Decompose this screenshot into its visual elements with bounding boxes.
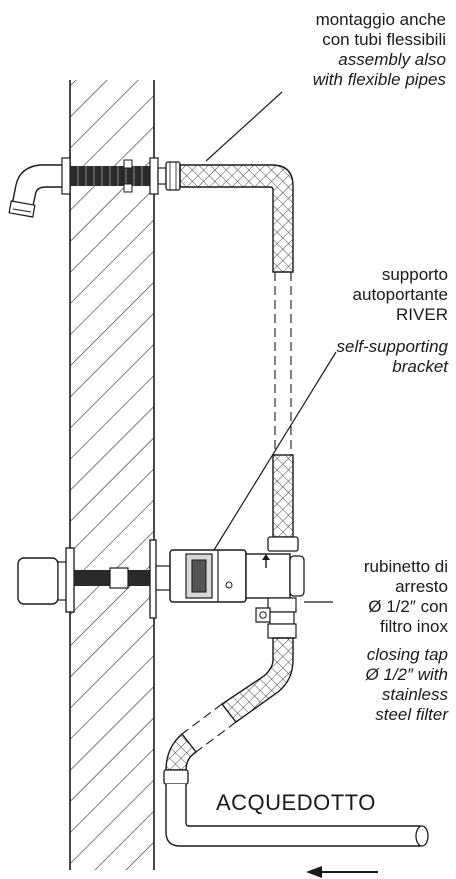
leader-bracket <box>213 351 337 551</box>
valve-body <box>169 536 305 603</box>
push-button-control <box>17 539 171 619</box>
flow-direction-arrow <box>306 866 378 878</box>
leader-flexible-pipes <box>205 91 283 162</box>
label-flexible-en-1: assembly also <box>338 50 446 69</box>
supply-pipe <box>163 769 429 847</box>
label-bracket-it-1: supporto <box>381 265 448 284</box>
label-flexible-it-2: con tubi flessibili <box>322 30 446 49</box>
label-tap-en-2: Ø 1/2″ with <box>365 665 448 684</box>
label-flexible-pipes: montaggio anche con tubi flessibili asse… <box>206 10 446 90</box>
label-bracket: supporto autoportante RIVER self-support… <box>298 265 448 377</box>
label-tap-it-3: Ø 1/2″ con <box>368 597 448 616</box>
label-tap-it-4: filtro inox <box>379 617 448 636</box>
spout-outlet <box>8 157 71 218</box>
label-tap-en-1: closing tap <box>366 645 448 664</box>
label-tap-en-4: steel filter <box>375 705 448 724</box>
label-tap-it-2: arresto <box>395 577 448 596</box>
closing-tap <box>255 597 297 639</box>
label-bracket-en-1: self-supporting <box>336 337 448 356</box>
flexible-pipe <box>179 164 294 538</box>
label-tap-it-1: rubinetto di <box>363 557 448 576</box>
label-tap-en-3: stainless <box>381 685 448 704</box>
top-threaded-rod <box>70 157 181 195</box>
lower-flexible-pipe <box>165 637 294 771</box>
label-bracket-en-2: bracket <box>392 357 448 376</box>
wall <box>70 80 154 870</box>
label-closing-tap: rubinetto di arresto Ø 1/2″ con filtro i… <box>328 557 448 725</box>
label-flexible-it-1: montaggio anche <box>315 10 446 29</box>
label-flexible-en-2: with flexible pipes <box>312 70 446 89</box>
label-water-supply: ACQUEDOTTO <box>216 790 376 815</box>
label-bracket-it-2: autoportante <box>352 285 448 304</box>
label-bracket-it-3: RIVER <box>396 305 448 324</box>
